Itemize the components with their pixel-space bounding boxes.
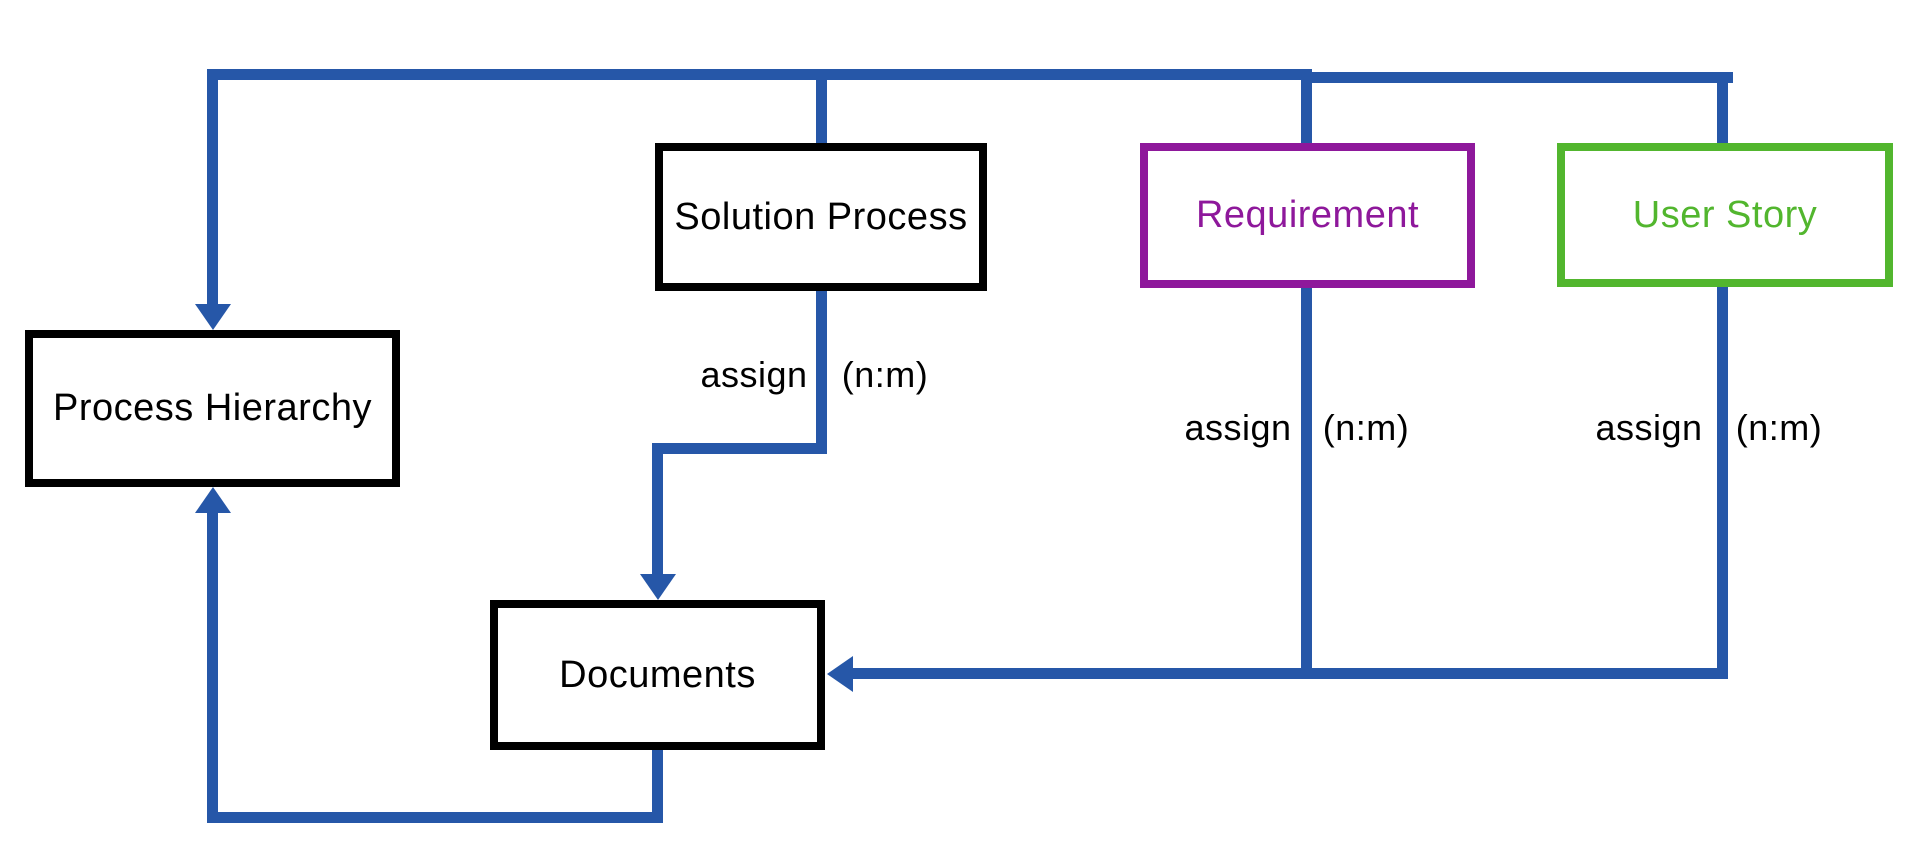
connector-solution-process-down xyxy=(816,291,827,454)
connector-horizontal-to-documents xyxy=(851,668,1728,679)
connector-drop-to-user-story xyxy=(1717,80,1728,143)
arrowhead-into-documents-top-icon xyxy=(640,574,676,600)
connector-trunk-right-horizontal xyxy=(1307,72,1733,83)
edge-label-user-story-assign: assign xyxy=(1595,407,1703,448)
arrowhead-into-documents-right-icon xyxy=(827,656,853,692)
node-requirement: Requirement xyxy=(1140,143,1475,288)
connector-requirement-down xyxy=(1301,288,1312,679)
edge-label-requirement-assign: assign xyxy=(1184,407,1292,448)
node-user-story-label: User Story xyxy=(1632,193,1818,236)
node-solution-process-label: Solution Process xyxy=(674,195,968,238)
connector-documents-down xyxy=(652,750,663,823)
node-requirement-label: Requirement xyxy=(1195,194,1420,236)
edge-label-solution-process-cardinality: (n:m) xyxy=(841,354,929,395)
connector-drop-to-requirement xyxy=(1301,80,1312,143)
node-solution-process: Solution Process xyxy=(655,143,987,291)
connector-bottom-horizontal xyxy=(207,812,663,823)
arrowhead-into-process-hierarchy-bottom-icon xyxy=(195,487,231,513)
node-process-hierarchy: Process Hierarchy xyxy=(25,330,400,487)
connector-trunk-left-horizontal xyxy=(207,69,1312,80)
edge-label-solution-process-assign: assign xyxy=(700,354,808,395)
edge-label-user-story-cardinality: (n:m) xyxy=(1735,407,1823,448)
connector-trunk-down-to-process-hierarchy xyxy=(207,69,218,305)
node-documents: Documents xyxy=(490,600,825,750)
connector-user-story-down xyxy=(1717,287,1728,679)
connector-solution-process-elbow xyxy=(652,443,827,454)
node-user-story: User Story xyxy=(1557,143,1893,287)
node-documents-label: Documents xyxy=(559,653,756,696)
node-process-hierarchy-label: Process Hierarchy xyxy=(53,387,372,429)
arrowhead-into-process-hierarchy-top-icon xyxy=(195,304,231,330)
connector-up-to-process-hierarchy xyxy=(207,511,218,823)
connector-drop-to-solution-process xyxy=(816,77,827,143)
edge-label-requirement-cardinality: (n:m) xyxy=(1322,407,1410,448)
connector-down-to-documents xyxy=(652,443,663,576)
